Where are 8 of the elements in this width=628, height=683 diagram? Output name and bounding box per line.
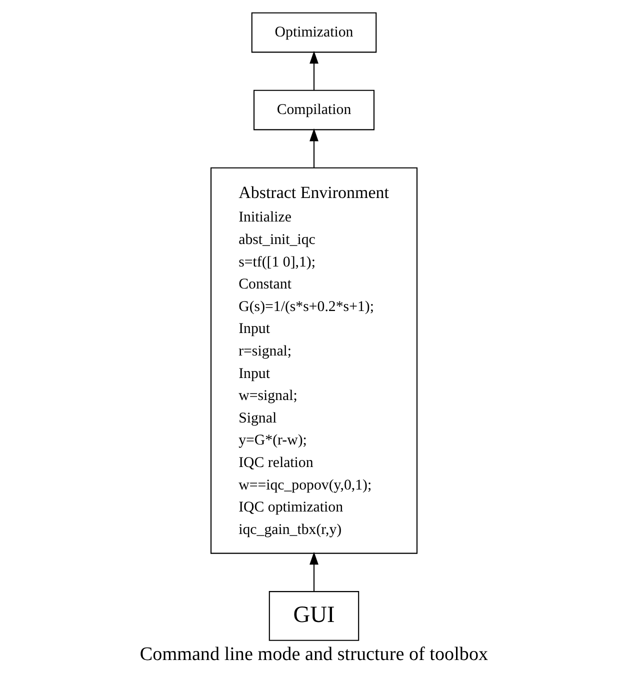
arrow bbox=[310, 552, 318, 592]
node-box: Compilation bbox=[253, 90, 375, 130]
caption: Command line mode and structure of toolbox bbox=[140, 644, 488, 665]
node-box: GUI bbox=[268, 591, 360, 641]
arrow bbox=[310, 128, 318, 168]
node-box: Abstract Environment Initialize abst_init_iqc s=tf([1 0],1); Constant G(s)=1/(s*s+0.2*s+1); Input r=signal; Input w=signal; Signal y=G*(r-w); IQC relation w==iqc_popov(y,0,1); IQC optimization iqc_gain_tbx(r,y) bbox=[210, 167, 418, 554]
node-box: Optimization bbox=[251, 12, 377, 53]
arrow bbox=[310, 50, 318, 90]
